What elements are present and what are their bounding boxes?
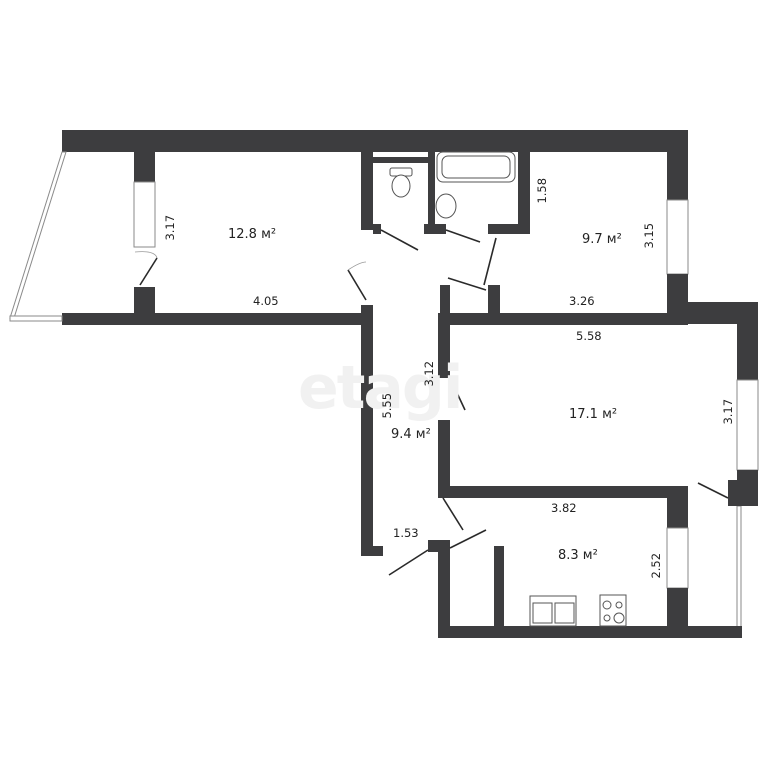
dim-kitchen-width: 3.82 <box>551 501 577 515</box>
wall-room-left-right-2 <box>361 305 373 325</box>
dim-kitchen-height: 2.52 <box>649 552 664 579</box>
area-room-top-left: 12.8 м² <box>228 227 277 242</box>
wall-living-right <box>737 302 758 380</box>
door-balcony-right <box>697 482 729 499</box>
door-balcony <box>134 251 158 286</box>
wall-pantry <box>494 546 504 628</box>
wall-bath-right <box>518 150 530 234</box>
door-entrance <box>388 549 429 576</box>
wall-room-left-right <box>361 130 373 230</box>
balcony-left-bottom-glass <box>9 315 63 322</box>
area-living-room: 17.1 м² <box>569 407 618 422</box>
wall-room-left-left-2 <box>134 287 155 323</box>
wall-closet-left <box>440 285 450 320</box>
door-bath <box>445 229 481 243</box>
dim-hallway-length: 5.55 <box>380 392 395 419</box>
wall-kitchen-right-2 <box>667 588 688 628</box>
dim-hallway-extra-1: 3.12 <box>422 360 437 387</box>
dim-hallway-extra-2: 1.53 <box>393 526 419 540</box>
wall-closet-post <box>488 285 500 320</box>
wall-kitchen-left <box>438 540 450 638</box>
area-hallway: 9.4 м² <box>391 427 431 442</box>
dim-room-top-right-extra: 1.58 <box>535 177 550 204</box>
dim-room-top-left-height: 3.17 <box>163 214 178 241</box>
wall-living-top <box>438 313 688 325</box>
dim-room-top-right-width: 3.26 <box>569 294 595 308</box>
wall-hall-left <box>361 318 373 556</box>
wall-wc-bottom <box>373 224 381 234</box>
wall-bath-bottom <box>424 224 446 234</box>
window-room-top-right <box>666 199 689 275</box>
wall-room-left-bottom <box>62 313 373 325</box>
door-room-top-right <box>483 237 497 286</box>
door-kitchen <box>442 497 464 531</box>
dim-room-top-left-width: 4.05 <box>253 294 279 308</box>
door-wc <box>380 229 419 251</box>
wall-hall-bottom <box>361 546 383 556</box>
wall-bath-bottom-right <box>488 224 530 234</box>
door-living <box>449 377 466 411</box>
wall-bottom <box>438 626 742 638</box>
window-living <box>736 379 759 471</box>
washbasin-icon <box>435 193 457 219</box>
balcony-right-glass <box>736 505 742 631</box>
dim-living-height: 3.17 <box>721 398 736 425</box>
door-closet <box>447 277 487 291</box>
area-room-top-right: 9.7 м² <box>582 232 622 247</box>
wall-living-left-2 <box>438 420 450 495</box>
wall-step <box>667 302 758 324</box>
wall-kitchen-post <box>428 540 450 552</box>
wall-wc-top <box>373 157 428 163</box>
wall-living-door-post <box>728 480 758 506</box>
wall-right-upper <box>667 130 688 200</box>
wall-top <box>62 130 688 152</box>
door-room-left <box>347 261 367 301</box>
toilet-icon <box>389 167 413 198</box>
area-kitchen: 8.3 м² <box>558 548 598 563</box>
door-pantry <box>449 529 487 549</box>
watermark: etagi <box>298 353 463 423</box>
wall-wc-bath-divider <box>428 152 435 232</box>
kitchen-sink-icon <box>529 595 577 627</box>
dim-room-top-right-height: 3.15 <box>642 222 657 249</box>
window-kitchen <box>666 527 689 589</box>
wall-living-bottom <box>438 486 688 498</box>
bathtub-icon <box>436 151 516 183</box>
window-room-left <box>133 181 156 248</box>
wall-room-left-left <box>134 130 155 182</box>
wall-living-left <box>438 313 450 378</box>
dim-living-width: 5.58 <box>576 329 602 343</box>
wall-right-upper-2 <box>667 274 688 304</box>
balcony-left-glass <box>9 151 67 319</box>
stove-icon <box>599 594 627 627</box>
